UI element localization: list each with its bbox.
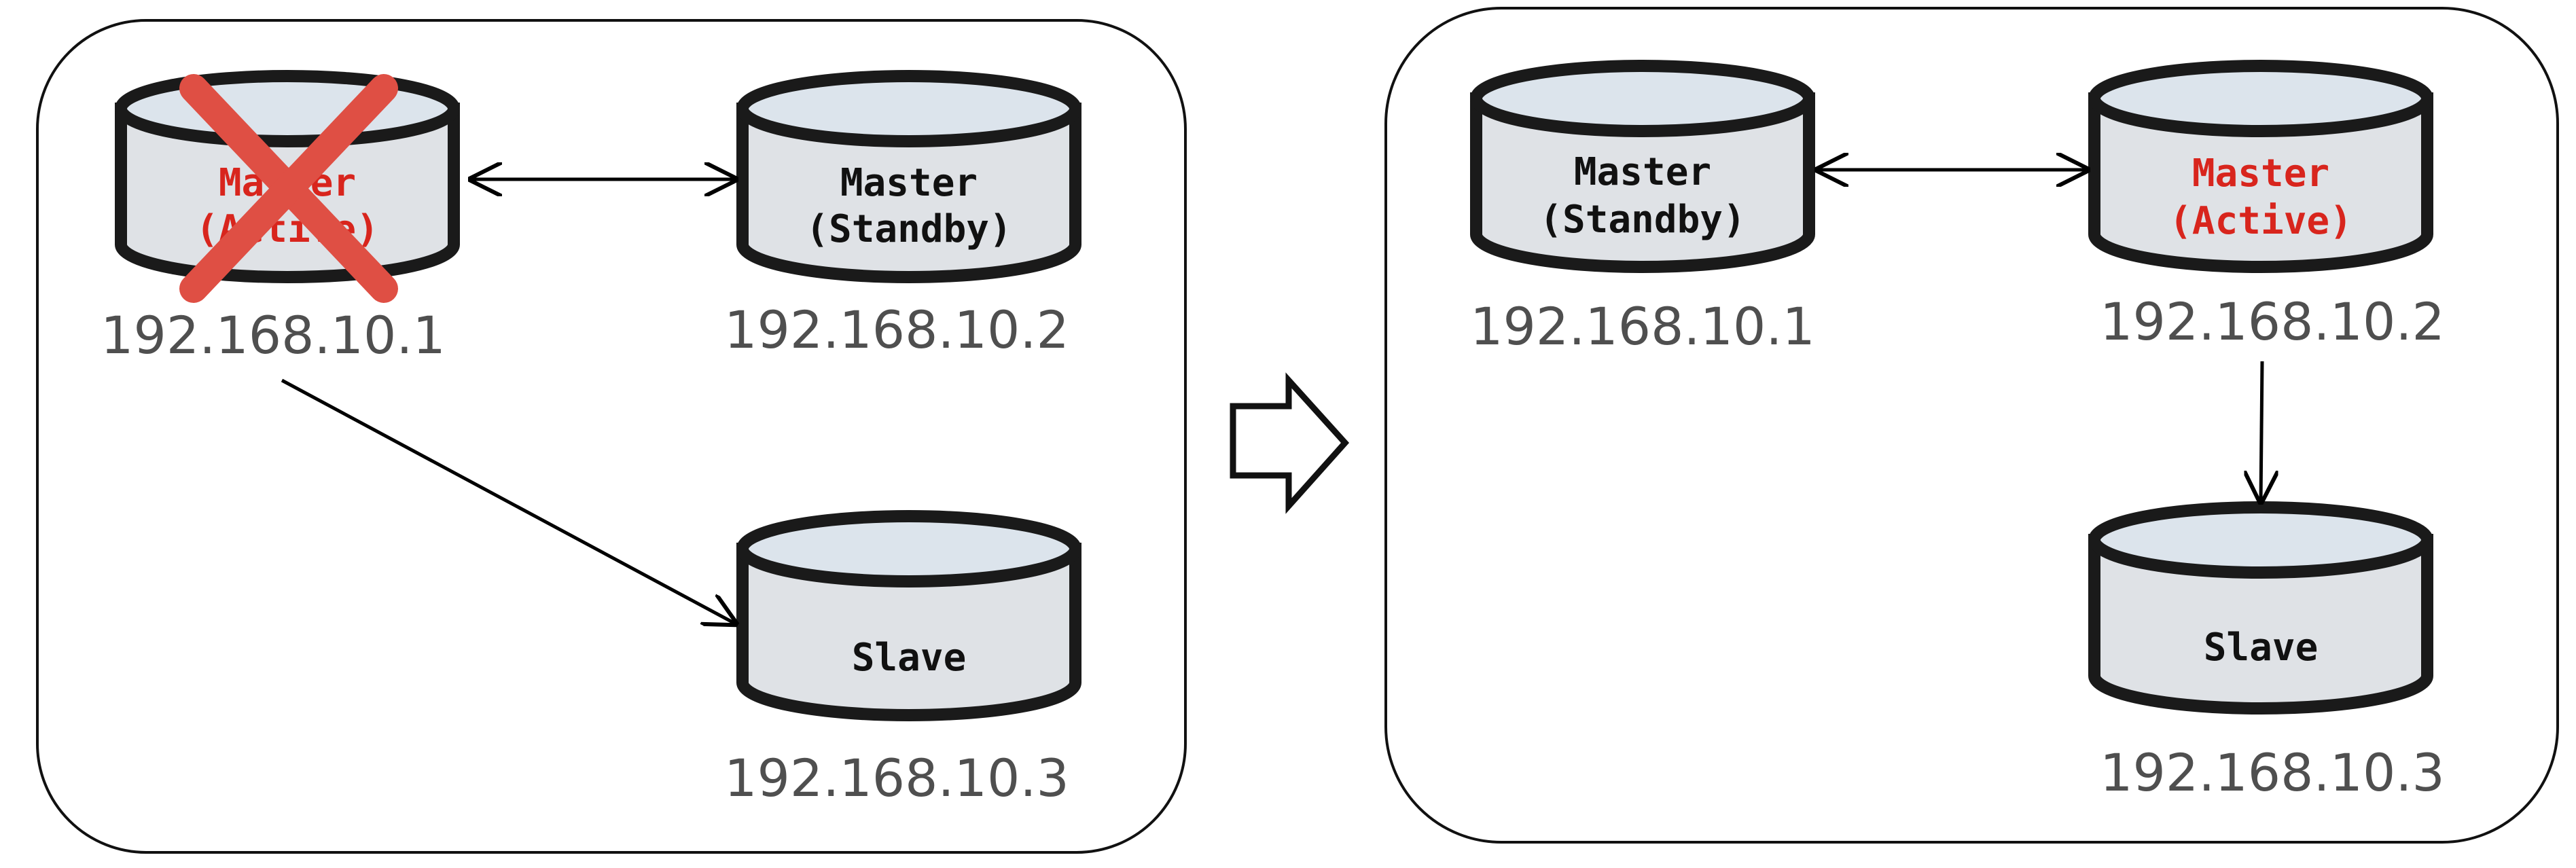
right-ip-node-1: 192.168.10.1 [1470,296,1815,357]
db-role-label: Master [1574,150,1711,194]
right-master-to-slave-arrow [2261,361,2262,501]
x-mark-icon [179,74,398,303]
db-state-label: (Standby) [1539,198,1745,242]
right-slave-db: Slave [2088,501,2433,715]
db-role-label: Master [840,161,978,205]
left-panel: Master (Active) 192.168.10.1 Master (Sta… [36,19,1187,854]
left-ip-node-3: 192.168.10.3 [724,748,1069,808]
right-ip-node-3: 192.168.10.3 [2100,742,2445,803]
right-arrow-icon [1230,372,1350,514]
right-master-active-db: Master (Active) [2088,60,2433,273]
db-role-label: Master [2192,151,2329,196]
right-panel: Master (Standby) 192.168.10.1 Master (Ac… [1384,7,2559,844]
db-role-label: Slave [852,636,967,680]
left-master-to-slave-arrow [281,378,735,623]
left-master-standby-db: Master (Standby) [736,70,1081,283]
left-ip-node-1: 192.168.10.1 [101,305,446,365]
left-slave-db: Slave [736,510,1081,721]
db-state-label: (Standby) [806,207,1012,251]
left-ip-node-2: 192.168.10.2 [724,300,1069,360]
db-role-label: Slave [2204,626,2319,670]
db-state-label: (Active) [2169,199,2353,243]
right-master-standby-db: Master (Standby) [1470,60,1815,273]
right-ip-node-2: 192.168.10.2 [2100,291,2445,352]
